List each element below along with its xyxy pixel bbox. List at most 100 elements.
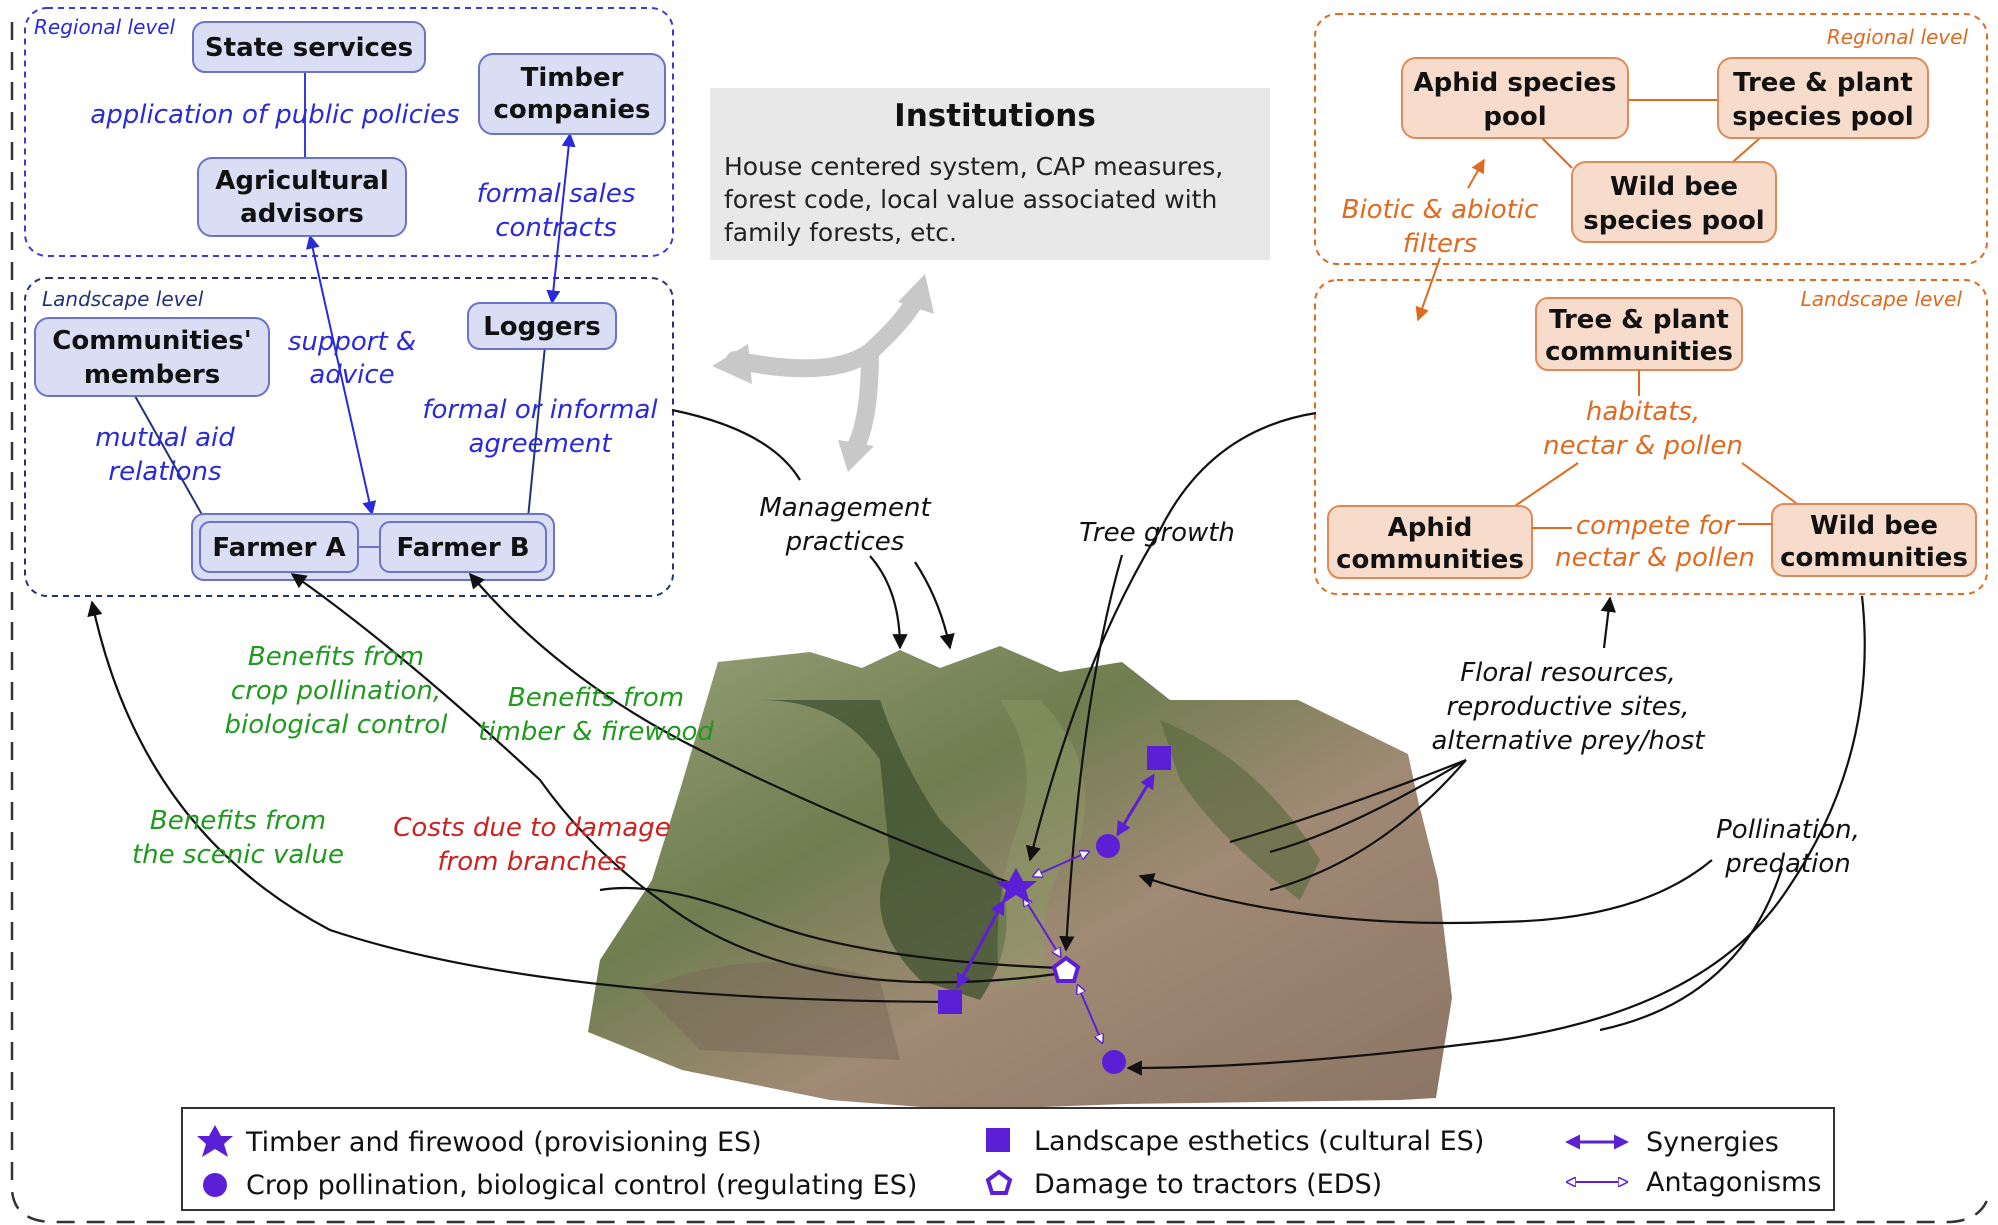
legend-crop-label: Crop pollination, biological control (re… xyxy=(246,1170,917,1201)
legend-pentagon-icon xyxy=(985,1169,1013,1195)
pollination-arrow-1 xyxy=(1138,859,1713,925)
floral-to-terrain-1 xyxy=(1229,758,1467,844)
grey-arrowhead-up xyxy=(898,274,934,314)
benefit-crop-label-1: Benefits from xyxy=(248,642,424,672)
support-advice-label-1: support & xyxy=(288,327,416,357)
farmer-b-label: Farmer B xyxy=(396,533,529,563)
floral-label-1: Floral resources, xyxy=(1460,658,1676,688)
management-label-2: practices xyxy=(785,527,905,557)
institutions-title: Institutions xyxy=(894,98,1096,134)
compete-label-1: compete for xyxy=(1576,511,1737,541)
habitats-label-1: habitats, xyxy=(1586,397,1700,427)
crop-benefit-arrow xyxy=(290,573,1065,984)
damage-tractors-marker xyxy=(1051,955,1081,983)
formal-agreement-label-1: formal or informal xyxy=(422,395,658,425)
regional-level-right-panel xyxy=(1314,13,1988,265)
scenic-arrow xyxy=(87,600,949,1004)
benefit-scenic-label-2: the scenic value xyxy=(132,840,344,870)
benefit-crop-label-3: biological control xyxy=(225,710,449,740)
costs-label-1: Costs due to damage xyxy=(393,813,670,843)
tree-comm-label-1: Tree & plant xyxy=(1549,305,1729,335)
bee-pool-label-1: Wild bee xyxy=(1610,172,1738,202)
synergy-star-square xyxy=(956,899,1005,989)
tree-growth-arrow-1 xyxy=(1025,411,1317,862)
legend-antagonisms-label: Antagonisms xyxy=(1646,1167,1821,1198)
mutual-aid-label-1: mutual aid xyxy=(95,423,235,453)
grey-arrowhead-left xyxy=(712,344,752,384)
landscape-esthetics-marker-top xyxy=(1147,746,1171,770)
institutions-line-3: family forests, etc. xyxy=(724,218,957,247)
state-services-box xyxy=(192,21,426,73)
floral-to-terrain-3 xyxy=(1269,759,1467,892)
filters-label-2: filters xyxy=(1403,229,1477,259)
landscape-level-right-panel xyxy=(1314,279,1988,595)
crop-pollination-marker-bottom xyxy=(1102,1050,1126,1074)
formal-agreement-label-2: agreement xyxy=(468,429,612,459)
agricultural-advisors-label-2: advisors xyxy=(240,199,364,229)
communities-members-box xyxy=(34,317,270,397)
bee-pool-label-2: species pool xyxy=(1583,206,1764,236)
management-label-1: Management xyxy=(759,493,931,523)
tree-pool-label-2: species pool xyxy=(1732,102,1913,132)
synergy-square-top-circle xyxy=(1116,773,1155,837)
aphid-pool-label-2: pool xyxy=(1483,102,1546,132)
tree-pool-box xyxy=(1717,57,1929,139)
sales-contracts-label-1: formal sales xyxy=(477,179,636,209)
tree-pool-label-1: Tree & plant xyxy=(1733,68,1913,98)
crop-pollination-marker-mid xyxy=(1096,834,1120,858)
bee-comm-label-2: communities xyxy=(1780,543,1968,573)
management-arrow-1 xyxy=(869,555,908,650)
aphid-comm-box xyxy=(1327,505,1533,579)
aphid-pool-box xyxy=(1401,57,1629,139)
costs-label-2: from branches xyxy=(437,847,626,877)
benefit-timber-label-1: Benefits from xyxy=(508,683,684,713)
state-services-label: State services xyxy=(205,33,413,63)
timber-benefit-arrow xyxy=(469,572,1009,884)
pollination-label-1: Pollination, xyxy=(1716,815,1860,845)
pollination-arrow-3 xyxy=(1599,867,1784,1032)
timber-firewood-marker xyxy=(995,868,1037,904)
communities-members-label-1: Communities' xyxy=(52,326,251,356)
legend-synergies-label: Synergies xyxy=(1646,1127,1779,1158)
advisors-to-farmers-arrow xyxy=(305,234,377,516)
loggers-to-timber-arrow xyxy=(546,132,576,305)
legend-damage-label: Damage to tractors (EDS) xyxy=(1034,1169,1382,1200)
outer-frame xyxy=(10,22,1992,1224)
communities-to-farmers-line xyxy=(134,395,206,521)
bee-comm-label-1: Wild bee xyxy=(1810,511,1938,541)
bee-comm-box xyxy=(1771,503,1977,577)
habitats-label-2: nectar & pollen xyxy=(1543,431,1743,461)
aphid-comm-label-2: communities xyxy=(1336,545,1524,575)
pollination-label-2: predation xyxy=(1724,849,1850,879)
sales-contracts-label-2: contracts xyxy=(495,213,617,243)
habitats-to-bee-line xyxy=(1741,462,1801,507)
antagonism-star-pentagon xyxy=(1024,898,1060,956)
landscape-level-left-label: Landscape level xyxy=(42,287,204,311)
benefit-crop-label-2: crop pollination, xyxy=(231,676,441,706)
legend-landscape-label: Landscape esthetics (cultural ES) xyxy=(1034,1126,1484,1157)
habitats-to-aphid-line xyxy=(1511,462,1579,509)
institutions-box xyxy=(710,88,1270,260)
public-policies-label: application of public policies xyxy=(90,100,459,130)
mutual-aid-label-2: relations xyxy=(108,457,221,487)
legend-circle-icon xyxy=(203,1173,227,1197)
institutions-influence-arrow xyxy=(726,291,924,457)
agricultural-advisors-box xyxy=(197,157,407,237)
loggers-to-farmerb-line xyxy=(527,345,546,519)
farmer-a-label: Farmer A xyxy=(212,533,345,563)
floral-label-2: reproductive sites, xyxy=(1447,692,1690,722)
institutions-line-1: House centered system, CAP measures, xyxy=(724,152,1223,181)
tree-growth-arrow-2 xyxy=(1059,554,1124,952)
farmer-b-box xyxy=(379,521,547,573)
tree-comm-label-2: communities xyxy=(1545,337,1733,367)
communities-members-label-2: members xyxy=(84,360,220,390)
timber-companies-label-2: companies xyxy=(493,95,650,125)
management-to-left-panel-curve xyxy=(671,408,801,481)
legend-star-icon xyxy=(197,1125,233,1157)
support-advice-label-2: advice xyxy=(309,360,394,390)
loggers-label: Loggers xyxy=(483,312,601,342)
grey-arrowhead-down xyxy=(838,440,874,472)
antagonism-star-circle xyxy=(1034,852,1088,876)
management-arrow-2 xyxy=(914,561,955,650)
filters-up-arrow xyxy=(1467,158,1485,189)
